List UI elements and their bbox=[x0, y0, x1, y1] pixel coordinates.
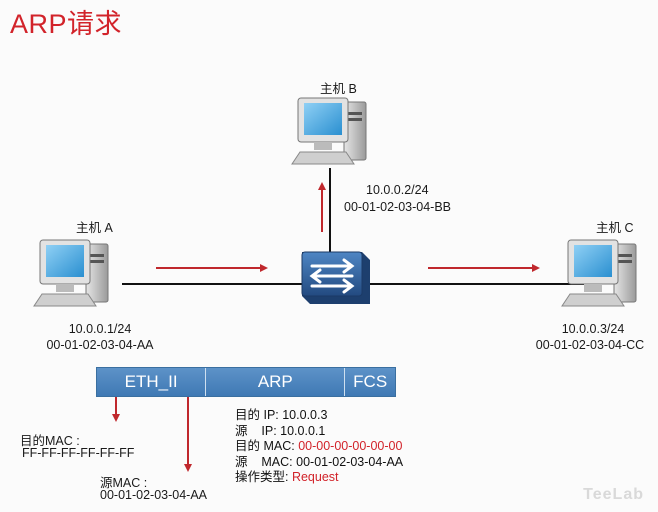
arp-src-ip-row: 源 IP: 10.0.0.1 bbox=[235, 423, 326, 438]
arp-op-row: 操作类型: Request bbox=[235, 470, 339, 484]
page-title: ARP请求 bbox=[10, 9, 123, 39]
host-c-ip: 10.0.0.3/24 bbox=[561, 322, 625, 336]
eth-src-mac-label: 源MAC : bbox=[100, 476, 148, 490]
host-a-ip: 10.0.0.1/24 bbox=[68, 322, 132, 336]
frame-arp-segment: ARP bbox=[206, 368, 346, 396]
host-c-name: 主机 C bbox=[596, 221, 634, 235]
arp-fields: 目的 IP: 10.0.0.3 源 IP: 10.0.0.1 目的 MAC: 0… bbox=[235, 408, 403, 486]
arp-dst-ip-row: 目的 IP: 10.0.0.3 bbox=[235, 408, 328, 422]
arp-dst-mac-row: 目的 MAC: 00-00-00-00-00-00 bbox=[235, 439, 403, 453]
host-c-mac: 00-01-02-03-04-CC bbox=[535, 338, 645, 352]
eth-dst-mac-label: 目的MAC : bbox=[20, 434, 80, 448]
frame-fcs-segment: FCS bbox=[345, 368, 395, 396]
host-b-mac: 00-01-02-03-04-BB bbox=[344, 200, 452, 214]
switch-icon bbox=[301, 251, 370, 304]
host-a-computer-icon bbox=[33, 239, 109, 307]
arp-src-mac-row: 源 MAC: 00-01-02-03-04-AA bbox=[235, 454, 404, 469]
eth-dst-mac-value: FF-FF-FF-FF-FF-FF bbox=[22, 446, 135, 460]
host-c-computer-icon bbox=[561, 239, 637, 307]
arp-frame: ETH_II ARP FCS bbox=[96, 367, 396, 397]
host-b-ip: 10.0.0.2/24 bbox=[366, 183, 429, 197]
eth-src-mac-value: 00-01-02-03-04-AA bbox=[100, 488, 208, 502]
host-a-mac: 00-01-02-03-04-AA bbox=[46, 338, 154, 352]
frame-eth-segment: ETH_II bbox=[97, 368, 207, 396]
host-b-computer-icon bbox=[291, 97, 367, 165]
host-b-name: 主机 B bbox=[320, 82, 357, 96]
host-a-name: 主机 A bbox=[76, 221, 113, 235]
watermark: TeeLab bbox=[583, 486, 644, 503]
